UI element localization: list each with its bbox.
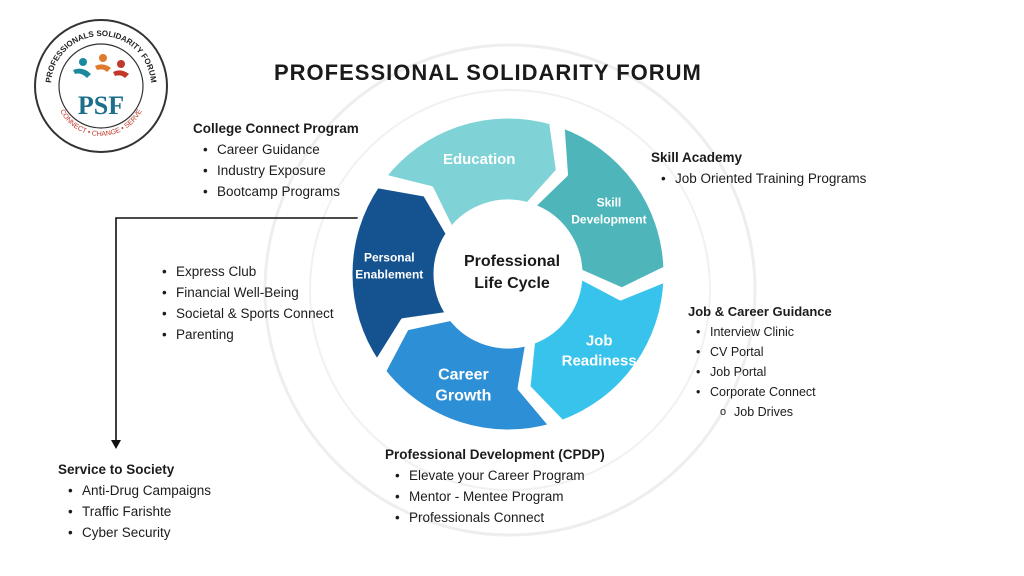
list-item: Cyber Security	[66, 522, 211, 543]
cpdp-heading: Professional Development (CPDP)	[385, 447, 605, 462]
sub-list-item: Job Drives	[694, 402, 832, 422]
skill-academy-heading: Skill Academy	[651, 150, 743, 165]
cpdp-block: Professional Development (CPDP) Elevate …	[385, 444, 605, 528]
list-item: Professionals Connect	[393, 507, 605, 528]
list-item: Corporate Connect	[694, 382, 832, 402]
list-item: Societal & Sports Connect	[160, 303, 334, 324]
service-heading: Service to Society	[58, 462, 175, 477]
personal-enablement-block: Express Club Financial Well-Being Societ…	[160, 261, 334, 345]
list-item: Anti-Drug Campaigns	[66, 480, 211, 501]
cycle-segment-label: Development	[571, 213, 646, 227]
cycle-center-label: Professional	[464, 253, 560, 270]
cycle-segment	[380, 113, 561, 233]
cycle-segment-label: Skill	[597, 196, 622, 210]
cycle-segment-label: Career	[438, 366, 489, 383]
list-item: Traffic Farishte	[66, 501, 211, 522]
list-item: Mentor - Mentee Program	[393, 486, 605, 507]
cycle-segment-label: Personal	[364, 250, 415, 264]
list-item: Elevate your Career Program	[393, 465, 605, 486]
cycle-segment	[525, 274, 669, 425]
skill-academy-block: Skill Academy Job Oriented Training Prog…	[651, 147, 866, 189]
cycle-segment	[380, 315, 555, 435]
cycle-segment-label: Job	[586, 333, 613, 350]
list-item: Financial Well-Being	[160, 282, 334, 303]
list-item: CV Portal	[694, 342, 832, 362]
job-career-heading: Job & Career Guidance	[688, 304, 832, 319]
cycle-segment	[530, 123, 669, 293]
list-item: Express Club	[160, 261, 334, 282]
list-item: Job Portal	[694, 362, 832, 382]
college-connect-block: College Connect Program Career Guidance …	[193, 118, 359, 202]
list-item: Parenting	[160, 324, 334, 345]
cycle-segment-label: Enablement	[355, 267, 423, 281]
list-item: Bootcamp Programs	[201, 181, 359, 202]
list-item: Interview Clinic	[694, 322, 832, 342]
psf-logo: PROFESSIONALS SOLIDARITY FORUM CONNECT •…	[33, 18, 169, 154]
job-career-block: Job & Career Guidance Interview Clinic C…	[688, 302, 832, 422]
list-item: Career Guidance	[201, 139, 359, 160]
cycle-segment-label: Growth	[435, 387, 491, 404]
logo-initials: PSF	[78, 91, 124, 120]
cycle-segment	[347, 183, 451, 365]
cycle-segment-label: Readiness	[562, 353, 637, 370]
service-block: Service to Society Anti-Drug Campaigns T…	[58, 459, 211, 543]
college-connect-heading: College Connect Program	[193, 121, 359, 136]
cycle-center-label: Life Cycle	[474, 275, 550, 292]
page-title: PROFESSIONAL SOLIDARITY FORUM	[274, 60, 702, 85]
cycle-segment-label: Education	[443, 151, 516, 168]
list-item: Job Oriented Training Programs	[659, 168, 866, 189]
cycle-center-disc	[438, 204, 578, 344]
people-icon	[73, 54, 129, 78]
list-item: Industry Exposure	[201, 160, 359, 181]
